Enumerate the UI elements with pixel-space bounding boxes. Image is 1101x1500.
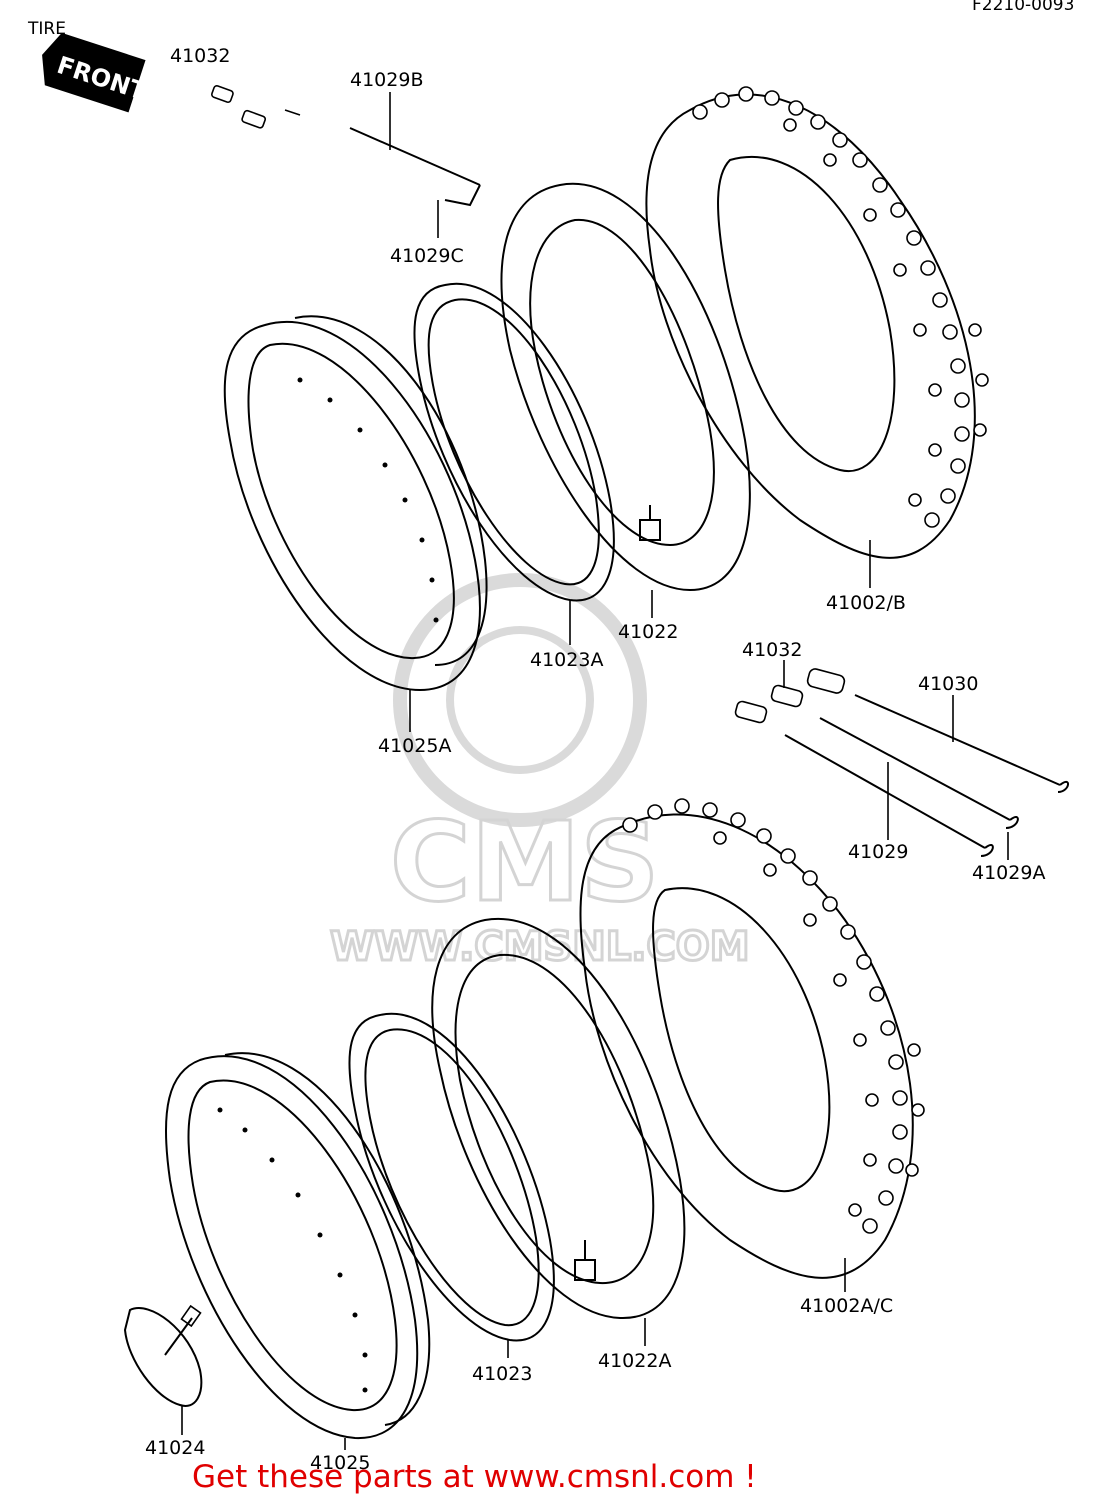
spoke-icon — [349, 127, 481, 186]
tire-tread-knobs — [692, 86, 989, 528]
section-title: TIRE — [27, 19, 66, 39]
tube-valve-icon — [639, 519, 661, 541]
part-label-41022A: 41022A — [598, 1350, 671, 1372]
watermark-helmet-icon — [393, 573, 647, 827]
part-label-41032-top: 41032 — [170, 45, 230, 67]
top-wheel-assembly — [223, 86, 989, 692]
nipple-icon — [806, 668, 846, 694]
watermark-logo: CMS — [390, 798, 659, 926]
rim-spoke-holes — [297, 377, 439, 623]
part-label-41025: 41025 — [310, 1452, 370, 1474]
bottom-wheel-assembly — [123, 798, 925, 1440]
rear-tire — [579, 798, 925, 1279]
rear-rim-band — [348, 1012, 555, 1342]
leader-lines — [181, 92, 1009, 1450]
part-label-41002B: 41002/B — [826, 592, 906, 614]
front-tire — [645, 86, 989, 559]
nipple-icon — [211, 85, 234, 104]
rear-rim — [164, 1052, 431, 1440]
front-rim-band — [413, 282, 615, 602]
promo-link[interactable]: Get these parts at www.cmsnl.com ! — [192, 1459, 757, 1495]
spoke-icon — [854, 694, 1061, 786]
part-label-41002AC: 41002A/C — [800, 1295, 893, 1317]
part-label-41029: 41029 — [848, 841, 908, 863]
part-label-41029B: 41029B — [350, 69, 423, 91]
tire-tread-knobs — [622, 798, 925, 1234]
part-label-41024: 41024 — [145, 1437, 205, 1459]
part-label-41029A: 41029A — [972, 862, 1045, 884]
top-spoke-parts — [211, 85, 481, 207]
part-label-41030: 41030 — [918, 673, 978, 695]
figure-code: F2210-0093 — [972, 0, 1074, 15]
part-label-41022: 41022 — [618, 621, 678, 643]
tube-valve-icon — [574, 1259, 596, 1281]
part-labels: 41032 41029B 41029C 41002/B 41022 41023A… — [145, 45, 1045, 1474]
watermark: CMS WWW.CMSNL.COM — [329, 573, 751, 972]
rim-lock — [123, 1304, 203, 1407]
rim-lock-icon — [123, 1307, 203, 1407]
part-label-41029C: 41029C — [390, 245, 464, 267]
part-label-41023: 41023 — [472, 1363, 532, 1385]
front-arrow-badge: FRONT — [42, 32, 150, 113]
part-label-41023A: 41023A — [530, 649, 603, 671]
mid-spoke-parts — [734, 668, 1069, 857]
rear-inner-tube — [431, 917, 686, 1320]
front-rim — [223, 315, 488, 692]
front-inner-tube — [500, 182, 751, 592]
rim-spoke-holes — [217, 1107, 368, 1393]
part-label-41025A: 41025A — [378, 735, 451, 757]
part-label-41032-mid: 41032 — [742, 639, 802, 661]
